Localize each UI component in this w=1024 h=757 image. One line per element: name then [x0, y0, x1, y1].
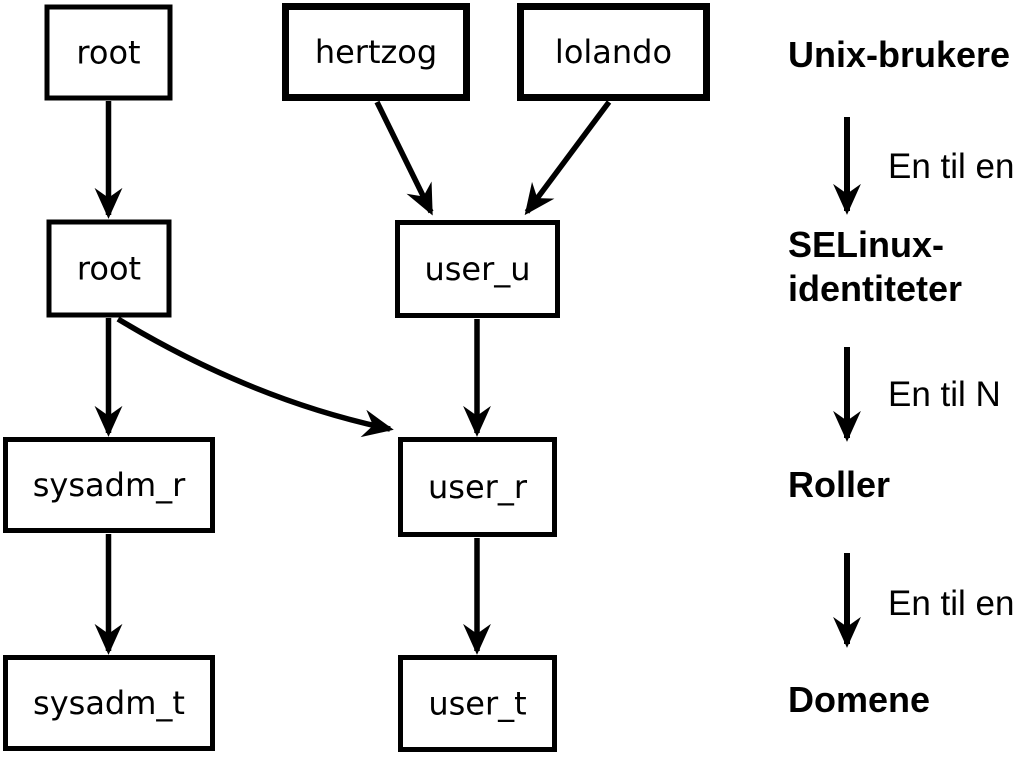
node-user-t-label: user_t — [428, 685, 526, 723]
edge-lolando-to-user-u — [524, 100, 612, 216]
node-user-u-box — [395, 220, 560, 318]
legend-selinux-identities-line2: identiteter — [788, 268, 962, 309]
legend-mapping-one-to-one-1: En til en — [888, 147, 1014, 186]
node-lolando-label: lolando — [555, 33, 672, 71]
legend-domains: Domene — [788, 679, 930, 720]
legend-unix-users: Unix-brukere — [788, 34, 1010, 75]
legend-mapping-one-to-one-2: En til en — [888, 584, 1014, 623]
edge-root-to-user-r — [116, 316, 394, 438]
node-lolando-box — [517, 3, 710, 101]
node-hertzog-label: hertzog — [315, 33, 437, 71]
node-unix-root-label: root — [76, 34, 140, 72]
node-selinux-root-box — [46, 219, 172, 318]
node-user-r-box — [398, 437, 557, 537]
node-unix-root-box — [44, 4, 173, 101]
node-sysadm-r-box — [3, 437, 215, 533]
node-user-r-label: user_r — [428, 468, 528, 506]
node-sysadm-r-label: sysadm_r — [33, 466, 186, 504]
legend-mapping-one-to-n: En til N — [888, 375, 1001, 414]
legend-roles: Roller — [788, 464, 890, 505]
node-sysadm-t-label: sysadm_t — [33, 684, 185, 722]
legend-selinux-identities-line1: SELinux- — [788, 224, 944, 265]
node-hertzog-box — [282, 3, 470, 101]
node-sysadm-t-box — [3, 655, 215, 751]
edge-hertzog-to-user-u — [374, 100, 434, 216]
node-user-u-label: user_u — [424, 250, 530, 288]
node-user-t-box — [398, 655, 557, 752]
node-selinux-root-label: root — [77, 250, 141, 288]
